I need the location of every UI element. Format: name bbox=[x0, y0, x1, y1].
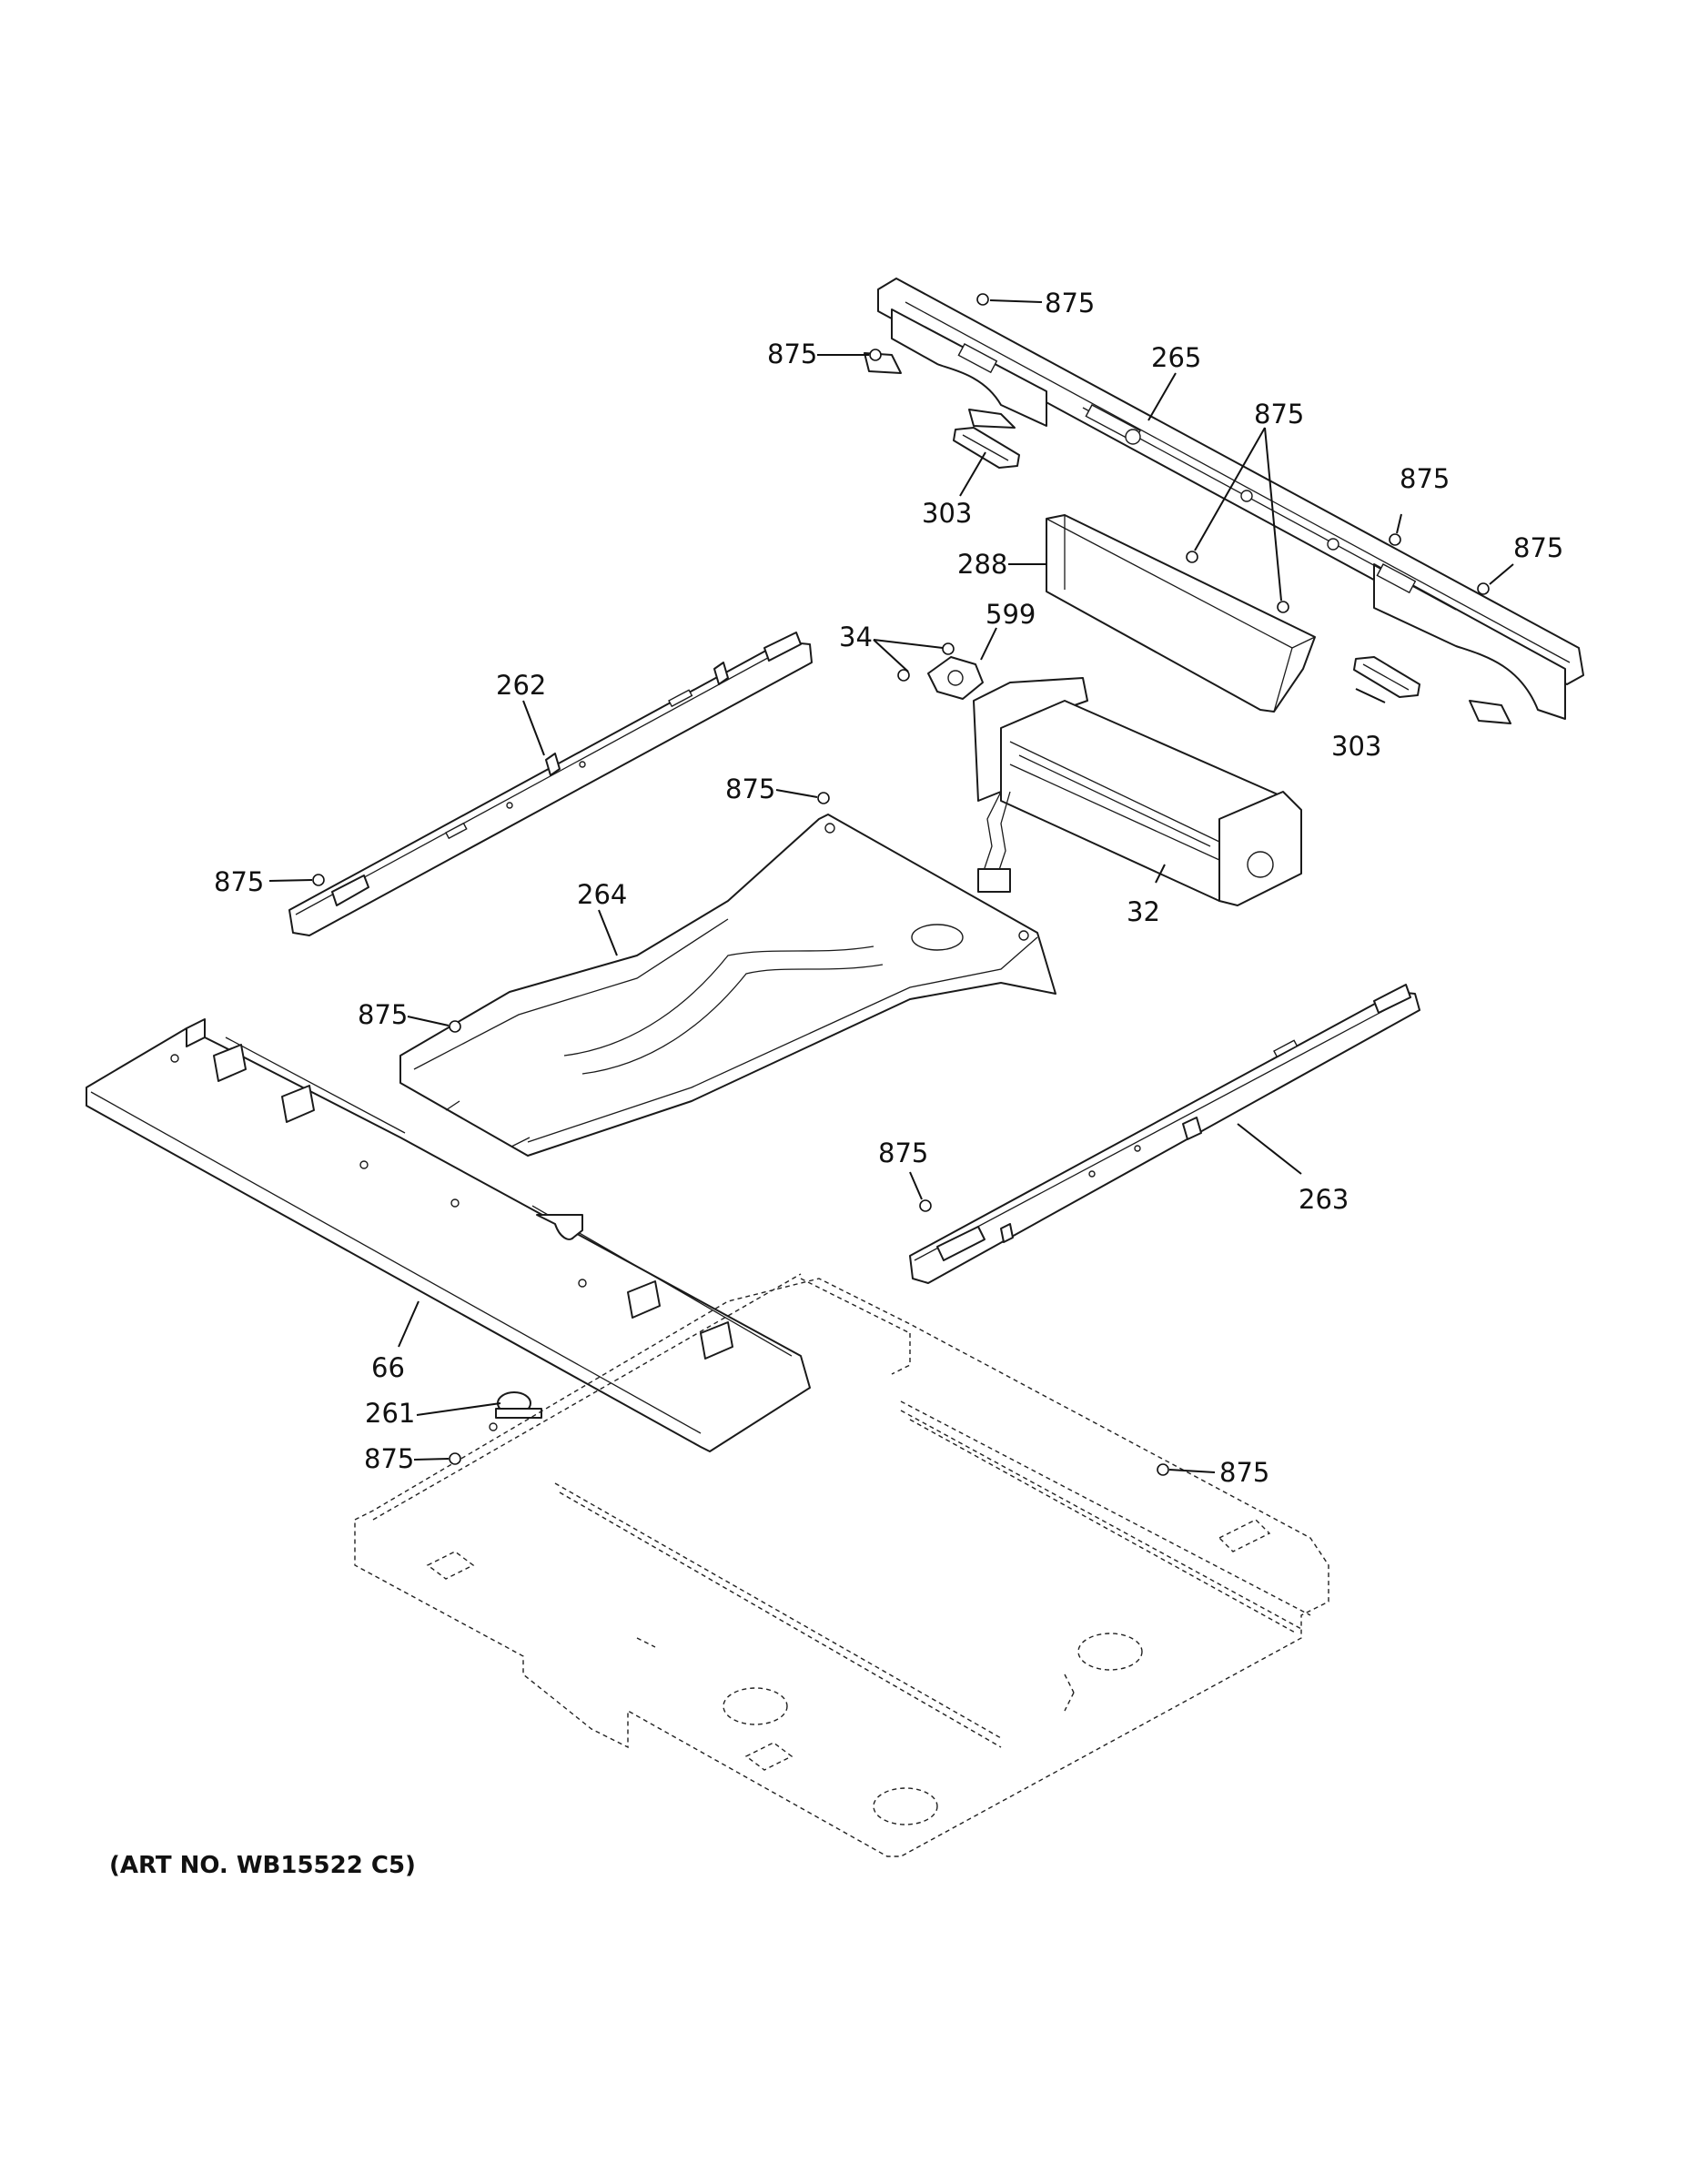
screw-icon bbox=[1186, 551, 1198, 563]
callout-32: 32 bbox=[1127, 896, 1160, 927]
callout-66: 66 bbox=[371, 1352, 405, 1383]
callout-labels: 875 875 265 875 303 875 875 288 599 34 2… bbox=[214, 288, 1563, 1488]
leader-lines bbox=[268, 299, 1514, 1473]
callout-264: 264 bbox=[577, 879, 627, 910]
part-261-thermostat bbox=[489, 1391, 542, 1431]
screw-icon bbox=[449, 1452, 461, 1465]
screw-icon bbox=[449, 1020, 461, 1033]
screw-icon bbox=[1277, 601, 1289, 613]
callout-288: 288 bbox=[957, 549, 1007, 580]
screw-icon bbox=[976, 293, 989, 306]
part-263-right-rail bbox=[909, 984, 1420, 1284]
screw-875-icons bbox=[312, 293, 1490, 1476]
base-pan-dashed bbox=[354, 1273, 1329, 1857]
callout-261: 261 bbox=[365, 1398, 415, 1429]
part-32-assembly bbox=[973, 677, 1302, 906]
screw-icon bbox=[817, 792, 830, 804]
art-number: (ART NO. WB15522 C5) bbox=[109, 1852, 416, 1879]
callout-875: 875 bbox=[767, 339, 817, 369]
callout-875: 875 bbox=[364, 1443, 414, 1474]
screw-icon bbox=[869, 349, 882, 361]
callout-875: 875 bbox=[1254, 399, 1304, 430]
part-66-front-panel bbox=[86, 1018, 811, 1452]
screw-icon bbox=[1389, 533, 1401, 546]
callout-265: 265 bbox=[1151, 342, 1201, 373]
callout-875: 875 bbox=[1400, 463, 1450, 494]
screw-icon bbox=[919, 1199, 932, 1212]
part-34-nuts bbox=[897, 642, 955, 682]
part-262-left-rail bbox=[288, 632, 813, 936]
callout-875: 875 bbox=[214, 866, 264, 897]
screw-icon bbox=[1477, 582, 1490, 595]
part-599-bracket bbox=[927, 656, 984, 700]
callout-303: 303 bbox=[922, 498, 972, 529]
callout-875: 875 bbox=[1513, 532, 1563, 563]
callout-263: 263 bbox=[1299, 1184, 1349, 1215]
part-264-cover bbox=[399, 814, 1056, 1157]
callout-875: 875 bbox=[878, 1138, 928, 1168]
part-303-pad-right bbox=[1353, 656, 1420, 698]
callout-875: 875 bbox=[1219, 1457, 1269, 1488]
screw-icon bbox=[312, 874, 325, 886]
callout-875: 875 bbox=[358, 999, 408, 1030]
callout-875: 875 bbox=[1045, 288, 1095, 318]
callout-599: 599 bbox=[986, 599, 1036, 630]
callout-875: 875 bbox=[725, 774, 775, 804]
callout-303: 303 bbox=[1331, 731, 1381, 762]
callout-262: 262 bbox=[496, 670, 546, 701]
part-265-bracket bbox=[864, 278, 1584, 724]
part-303-pad-left bbox=[953, 427, 1020, 469]
screw-icon bbox=[1157, 1463, 1169, 1476]
callout-34: 34 bbox=[839, 622, 873, 652]
part-288-trough bbox=[1046, 514, 1316, 713]
